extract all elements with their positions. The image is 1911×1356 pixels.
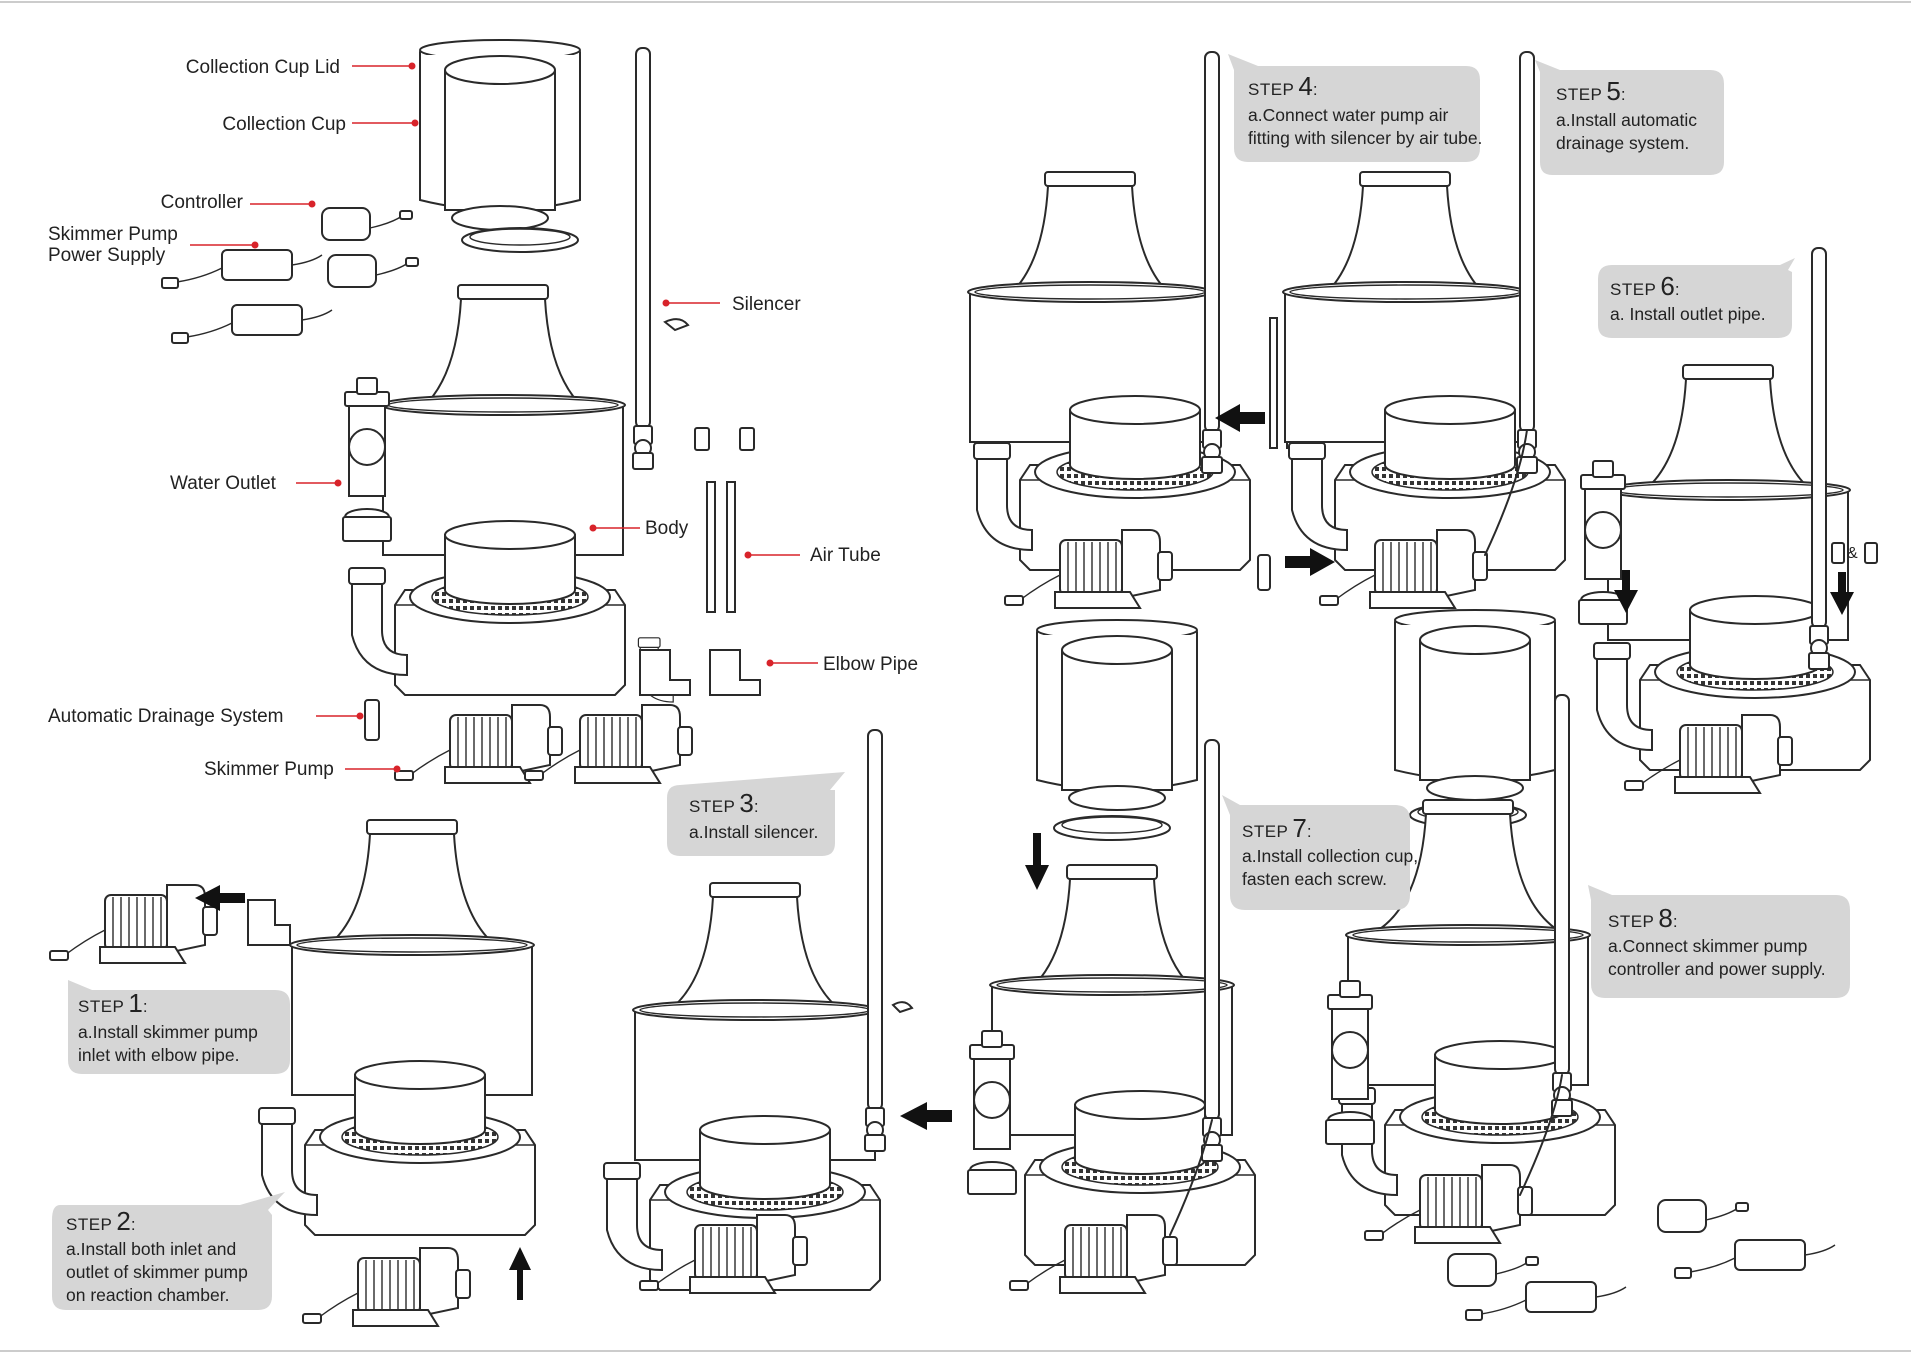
step7-line1: a.Install collection cup, xyxy=(1242,846,1418,866)
power-supply-drawing-2 xyxy=(171,304,333,344)
step1-line2: inlet with elbow pipe. xyxy=(78,1045,239,1065)
step6-word: STEP xyxy=(1610,280,1656,299)
air-tube-drawing xyxy=(706,481,716,613)
step5-word: STEP xyxy=(1556,85,1602,104)
controller-drawing xyxy=(321,207,413,241)
step1-line1: a.Install skimmer pump xyxy=(78,1022,258,1042)
step8-word: STEP xyxy=(1608,912,1654,931)
label-collection-cup: Collection Cup xyxy=(222,114,346,135)
step6-number: 6 xyxy=(1660,271,1674,301)
air-tube-drawing-2 xyxy=(726,481,736,613)
step7-number: 7 xyxy=(1292,813,1306,843)
step5-number: 5 xyxy=(1606,76,1620,106)
step8-number: 8 xyxy=(1658,903,1672,933)
step4-number: 4 xyxy=(1298,71,1312,101)
step4-line2: fitting with silencer by air tube. xyxy=(1248,128,1482,148)
step8-line1: a.Connect skimmer pump xyxy=(1608,936,1807,956)
label-air-tube: Air Tube xyxy=(810,545,881,566)
step2-illustration xyxy=(258,819,536,1327)
step6-line1: a. Install outlet pipe. xyxy=(1610,304,1766,324)
step2-line2: outlet of skimmer pump xyxy=(66,1262,248,1282)
step7-illustration xyxy=(967,619,1256,1294)
step5-line1: a.Install automatic xyxy=(1556,110,1697,130)
step3-line1: a.Install silencer. xyxy=(689,822,818,842)
step1-number: 1 xyxy=(128,988,142,1018)
cup-ring-drawing xyxy=(461,227,579,253)
silencer-tube-drawing xyxy=(632,47,654,470)
step5-line2: drainage system. xyxy=(1556,133,1689,153)
label-automatic-drainage-system: Automatic Drainage System xyxy=(48,706,284,727)
collection-cup-drawing xyxy=(419,39,581,231)
step3-illustration xyxy=(603,729,952,1294)
water-outlet-drawing xyxy=(342,377,392,542)
step3-number: 3 xyxy=(739,788,753,818)
label-body: Body xyxy=(645,518,689,539)
callouts xyxy=(190,62,818,773)
step7-word: STEP xyxy=(1242,822,1288,841)
label-collection-cup-lid: Collection Cup Lid xyxy=(186,57,340,78)
step2-word: STEP xyxy=(66,1215,112,1234)
step5-illustration xyxy=(1282,51,1566,609)
label-skimmer-pump-power-supply-line2: Power Supply xyxy=(48,245,166,266)
label-controller: Controller xyxy=(161,192,244,213)
step4-line1: a.Connect water pump air xyxy=(1248,105,1449,125)
label-silencer: Silencer xyxy=(732,294,801,315)
label-skimmer-pump-power-supply-line1: Skimmer Pump xyxy=(48,224,178,245)
controller-drawing-2 xyxy=(327,254,419,288)
step7-line2: fasten each screw. xyxy=(1242,869,1387,889)
step1-illustration xyxy=(49,884,291,964)
step2-line3: on reaction chamber. xyxy=(66,1285,229,1305)
label-water-outlet: Water Outlet xyxy=(170,473,277,494)
step1-word: STEP xyxy=(78,997,124,1016)
step6-illustration: & xyxy=(1578,247,1878,794)
silencer-drawing xyxy=(663,318,690,332)
drainage-drawing xyxy=(364,699,380,741)
step4-word: STEP xyxy=(1248,80,1294,99)
step8-illustration xyxy=(1325,609,1836,1321)
fitting-drawing xyxy=(694,427,710,451)
elbow-pipe-small xyxy=(639,649,691,696)
elbow-pipe-small-2 xyxy=(709,649,761,696)
parts-list: Collection Cup Lid Collection Cup Contro… xyxy=(48,39,918,784)
step4-illustration xyxy=(967,51,1335,609)
step2-line1: a.Install both inlet and xyxy=(66,1239,236,1259)
fittings-ampersand: & xyxy=(1847,545,1858,562)
power-supply-drawing xyxy=(161,249,323,289)
step3-word: STEP xyxy=(689,797,735,816)
step8-line2: controller and power supply. xyxy=(1608,959,1826,979)
step2-number: 2 xyxy=(116,1206,130,1236)
label-skimmer-pump: Skimmer Pump xyxy=(204,759,334,780)
label-elbow-pipe: Elbow Pipe xyxy=(823,654,918,675)
fitting-drawing-2 xyxy=(739,427,755,451)
